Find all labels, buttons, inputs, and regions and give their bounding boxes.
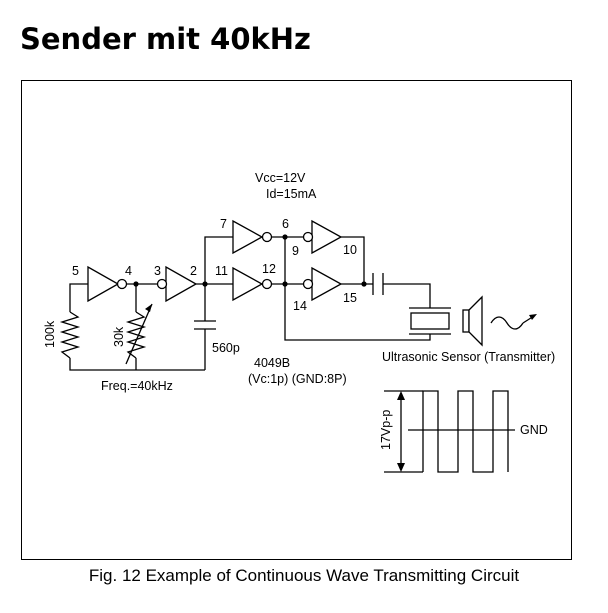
- speaker-icon: [462, 295, 483, 347]
- pin-label-3: 3: [154, 264, 161, 278]
- capacitor-560p-label: 560p: [212, 341, 240, 355]
- pin-label-5: 5: [72, 264, 79, 278]
- inverter-7-6: [232, 219, 273, 255]
- square-waveform: [408, 390, 515, 473]
- pin-label-2: 2: [190, 264, 197, 278]
- inverter-11-12: [232, 266, 273, 302]
- inverter-9-10: [302, 219, 343, 255]
- diagram-frame: [21, 80, 572, 560]
- pin-label-9: 9: [292, 244, 299, 258]
- pin-label-14: 14: [293, 299, 307, 313]
- pin-label-15: 15: [343, 291, 357, 305]
- resistor-100k-label: 100k: [43, 320, 57, 348]
- inverter-14-15: [302, 266, 343, 302]
- pin-label-6: 6: [282, 217, 289, 231]
- inverter-3-2: [156, 265, 198, 303]
- ic-name-label: 4049B: [254, 356, 290, 370]
- ic-pins-label: (Vc:1p) (GND:8P): [248, 372, 347, 386]
- ultrasonic-transducer: [409, 307, 451, 335]
- page-title: Sender mit 40kHz: [20, 22, 311, 56]
- junction-dots: [133, 234, 367, 287]
- ground-label: GND: [520, 423, 548, 437]
- supply-voltage: Vcc=12V: [255, 171, 306, 185]
- resistor-30k-variable: [125, 303, 153, 365]
- pin-label-12: 12: [262, 262, 276, 276]
- sound-wave-icon: [490, 314, 537, 330]
- sensor-label: Ultrasonic Sensor (Transmitter): [382, 350, 555, 364]
- figure-caption: Fig. 12 Example of Continuous Wave Trans…: [88, 566, 520, 585]
- frequency-label: Freq.=40kHz: [101, 379, 173, 393]
- coupling-capacitor: [372, 273, 384, 295]
- pin-label-10: 10: [343, 243, 357, 257]
- pin-label-11: 11: [215, 264, 228, 278]
- inverter-5-4: [87, 265, 128, 303]
- circuit-wires: [69, 236, 431, 371]
- pin-label-4: 4: [125, 264, 132, 278]
- supply-current: Id=15mA: [266, 187, 317, 201]
- capacitor-560p: [194, 320, 216, 330]
- pin-label-7: 7: [220, 217, 227, 231]
- resistor-30k-label: 30k: [112, 326, 126, 347]
- amplitude-label: 17Vp-p: [379, 410, 393, 450]
- resistor-100k: [59, 311, 81, 359]
- amplitude-dimension: [384, 390, 423, 473]
